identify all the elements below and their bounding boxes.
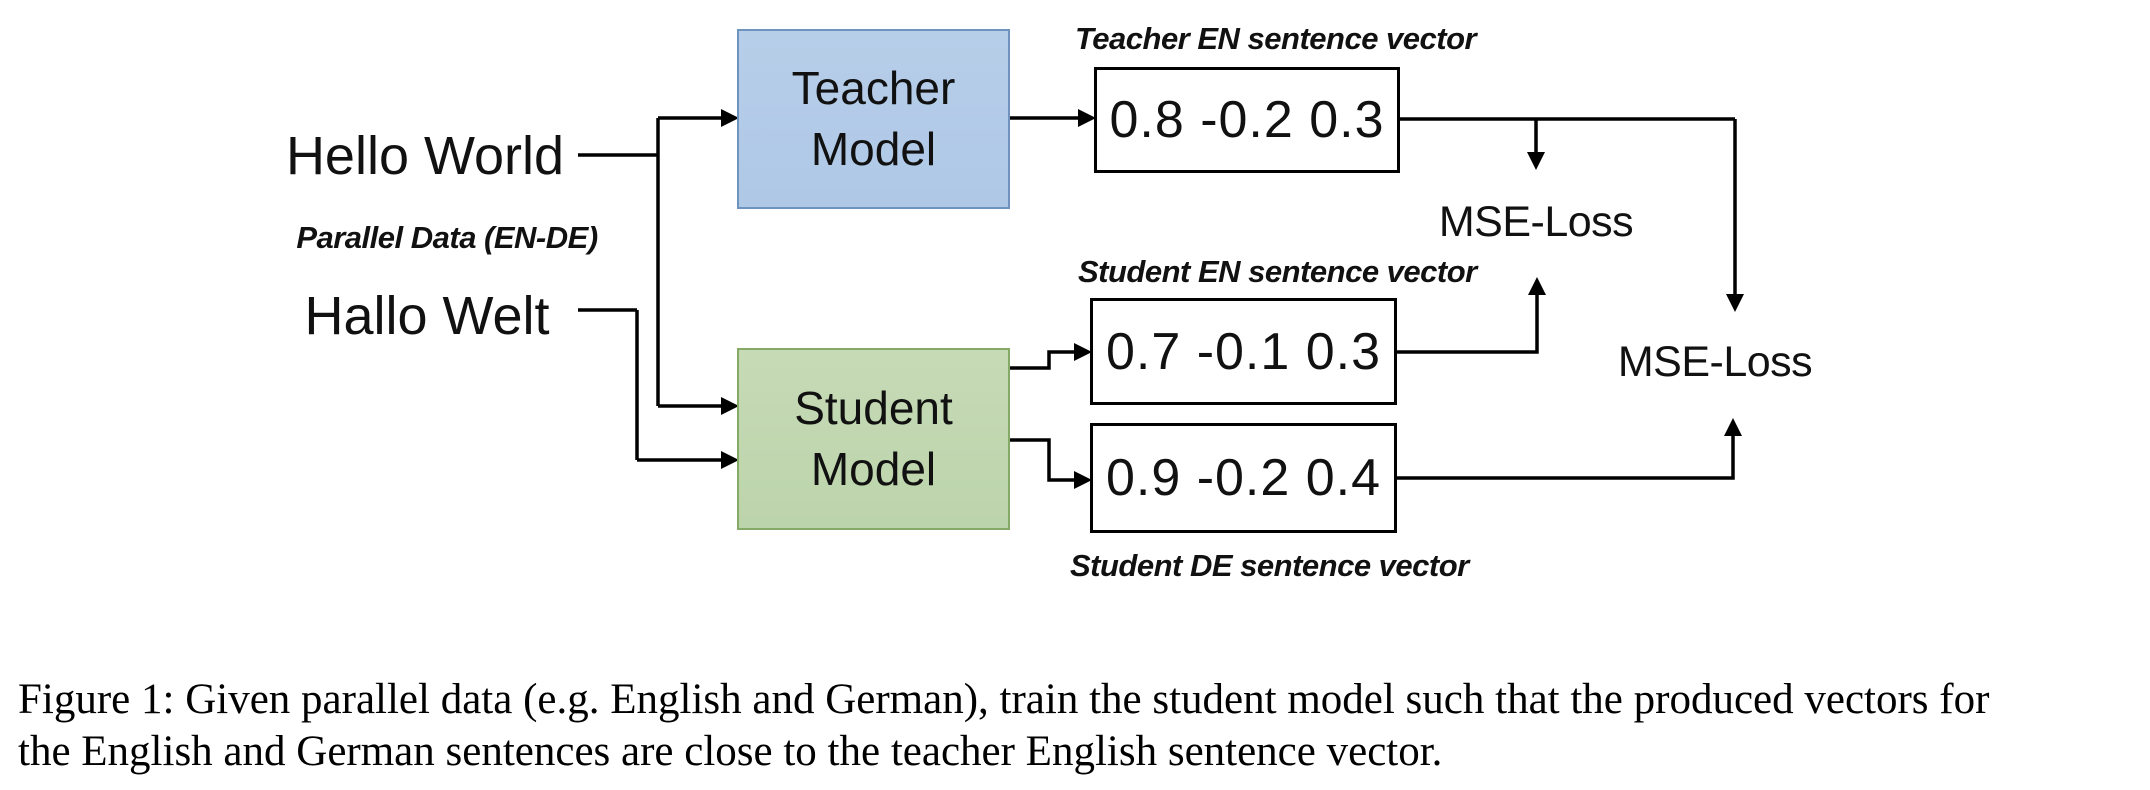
- teacher-en-vector-box: 0.8 -0.2 0.3: [1094, 67, 1400, 173]
- line-student-de-to-mse: [1397, 436, 1735, 480]
- line-student-en-to-mse: [1397, 295, 1539, 354]
- arrowhead-into-student-en-vector-icon: [1074, 343, 1092, 361]
- caption-line-2: the English and German sentences are clo…: [18, 728, 1443, 775]
- student-de-vector-box: 0.9 -0.2 0.4: [1090, 423, 1397, 533]
- connector-lines: [578, 109, 1744, 489]
- arrowhead-up-mse-en-icon: [1528, 277, 1546, 295]
- input-sentence-english: Hello World: [285, 126, 565, 186]
- input-sentence-german: Hallo Welt: [304, 286, 550, 346]
- arrowhead-into-student-de-vector-icon: [1074, 471, 1092, 489]
- mse-loss-de-label: MSE-Loss: [1617, 338, 1813, 386]
- arrowhead-into-teacher-icon: [721, 109, 739, 127]
- figure-caption: Figure 1: Given parallel data (e.g. Engl…: [18, 674, 2140, 778]
- arrowhead-up-mse-de-icon: [1724, 418, 1742, 436]
- arrowhead-into-student-bottom-icon: [721, 451, 739, 469]
- arrowhead-into-teacher-vector-icon: [1078, 109, 1096, 127]
- parallel-data-label: Parallel Data (EN-DE): [296, 220, 598, 255]
- arrowhead-into-student-top-icon: [721, 397, 739, 415]
- line-student-to-vector-en: [1009, 350, 1076, 370]
- student-en-vector-label: Student EN sentence vector: [1078, 254, 1477, 289]
- arrowhead-down-mse-en-icon: [1527, 152, 1545, 170]
- line-student-to-vector-de: [1009, 438, 1076, 482]
- arrowhead-down-mse-de-icon: [1726, 294, 1744, 312]
- caption-line-1: Figure 1: Given parallel data (e.g. Engl…: [18, 676, 1990, 723]
- teacher-model-box: Teacher Model: [737, 29, 1010, 209]
- mse-loss-en-label: MSE-Loss: [1438, 198, 1634, 246]
- student-de-vector-label: Student DE sentence vector: [1070, 548, 1469, 583]
- student-model-box: Student Model: [737, 348, 1010, 530]
- teacher-en-vector-label: Teacher EN sentence vector: [1075, 21, 1477, 56]
- student-en-vector-box: 0.7 -0.1 0.3: [1090, 298, 1397, 405]
